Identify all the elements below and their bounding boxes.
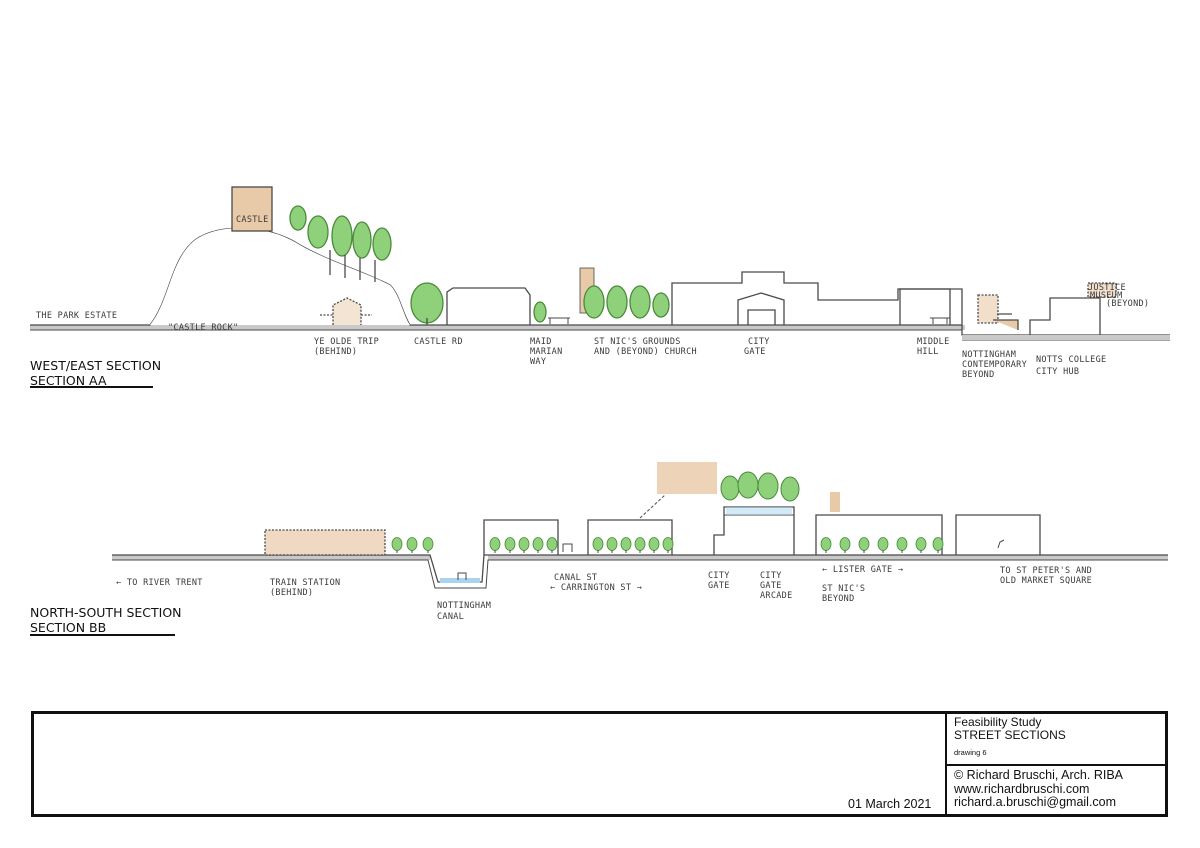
label-st-nics-1: ST NIC'S GROUNDS <box>594 337 681 347</box>
label-bb-st-nics-2: BEYOND <box>822 594 855 604</box>
title-block-info: Feasibility Study STREET SECTIONS drawin… <box>954 716 1169 758</box>
label-river-trent: ← TO RIVER TRENT <box>116 578 203 588</box>
ye-olde-trip <box>320 297 372 325</box>
label-st-peters-2: OLD MARKET SQUARE <box>1000 576 1092 586</box>
label-arcade-3: ARCADE <box>760 591 793 601</box>
train-station <box>264 529 386 556</box>
city-gate-building <box>671 271 963 325</box>
label-maid-marian-3: WAY <box>530 357 546 367</box>
label-arcade-2: GATE <box>760 581 782 591</box>
section-aa-title: WEST/EAST SECTION SECTION AA <box>30 358 161 388</box>
label-maid-marian-1: MAID <box>530 337 552 347</box>
drawing-number: drawing 6 <box>954 748 987 757</box>
title-block-divider <box>945 714 947 814</box>
label-castle-rd: CASTLE RD <box>414 337 463 347</box>
label-justice-3: (BEYOND) <box>1106 299 1149 309</box>
drawing-date: 01 March 2021 <box>848 797 932 811</box>
label-ye-olde-trip-1: YE OLDE TRIP <box>314 337 379 347</box>
label-bb-city-gate-1: CITY <box>708 571 730 581</box>
project-name: Feasibility Study <box>954 715 1042 729</box>
label-lister-gate: ← LISTER GATE → <box>822 565 903 575</box>
arcade-trees <box>720 471 800 502</box>
label-park-estate: THE PARK ESTATE <box>36 311 117 321</box>
label-arcade-1: CITY <box>760 571 782 581</box>
section-aa-drawing <box>30 186 1170 341</box>
label-bb-city-gate-2: GATE <box>708 581 730 591</box>
label-city-gate-2: GATE <box>744 347 766 357</box>
canal-water <box>440 578 480 583</box>
label-contemporary-1: NOTTINGHAM <box>962 350 1016 360</box>
label-ye-olde-trip-2: (BEHIND) <box>314 347 357 357</box>
castle-trees <box>289 205 392 282</box>
label-st-peters-1: TO ST PETER'S AND <box>1000 566 1092 576</box>
section-bb-title-line1: NORTH-SOUTH SECTION <box>30 605 182 620</box>
title-block-rule <box>947 764 1166 766</box>
author-block: © Richard Bruschi, Arch. RIBA www.richar… <box>954 768 1123 810</box>
section-aa-title-rule <box>30 386 153 388</box>
section-bb-labels: ← TO RIVER TRENT TRAIN STATION (BEHIND) … <box>116 565 1092 622</box>
label-canal-2: CANAL <box>437 612 464 622</box>
label-train-station-1: TRAIN STATION <box>270 578 340 588</box>
label-castle-rock: "CASTLE ROCK" <box>168 323 238 333</box>
sheet-title: STREET SECTIONS <box>954 728 1066 742</box>
author-website: www.richardbruschi.com <box>954 781 1090 796</box>
title-block: 01 March 2021 Feasibility Study STREET S… <box>31 711 1168 817</box>
label-notts-college-1: NOTTS COLLEGE <box>1036 355 1106 365</box>
label-middle-hill-1: MIDDLE <box>917 337 950 347</box>
author-email: richard.a.bruschi@gmail.com <box>954 795 1117 809</box>
section-aa-title-line2: SECTION AA <box>30 373 107 388</box>
label-contemporary-3: BEYOND <box>962 370 995 380</box>
section-bb-title: NORTH-SOUTH SECTION SECTION BB <box>30 605 182 635</box>
section-bb-drawing <box>112 462 1168 589</box>
section-aa-labels: THE PARK ESTATE "CASTLE ROCK" CASTLE YE … <box>36 215 1149 380</box>
label-contemporary-2: CONTEMPORARY <box>962 360 1027 370</box>
section-bb-title-rule <box>30 634 175 636</box>
label-canal-st: CANAL ST <box>554 573 597 583</box>
label-canal-1: NOTTINGHAM <box>437 601 491 611</box>
castle-building <box>231 186 273 232</box>
label-maid-marian-2: MARIAN <box>530 347 563 357</box>
label-notts-college-2: CITY HUB <box>1036 367 1079 377</box>
label-train-station-2: (BEHIND) <box>270 588 313 598</box>
author-name: © Richard Bruschi, Arch. RIBA <box>954 768 1123 782</box>
label-carrington-st: ← CARRINGTON ST → <box>550 583 642 593</box>
label-castle: CASTLE <box>236 215 269 225</box>
label-middle-hill-2: HILL <box>917 347 939 357</box>
label-justice-2: MUSEUM <box>1090 291 1123 301</box>
label-st-nics-2: AND (BEYOND) CHURCH <box>594 347 697 357</box>
section-bb-title-line2: SECTION BB <box>30 620 107 635</box>
label-city-gate-1: CITY <box>748 337 770 347</box>
section-aa-title-line1: WEST/EAST SECTION <box>30 358 162 373</box>
street-trees-bb <box>391 537 944 554</box>
label-justice-1: JUSTICE <box>1088 283 1126 293</box>
label-bb-st-nics-1: ST NIC'S <box>822 584 865 594</box>
